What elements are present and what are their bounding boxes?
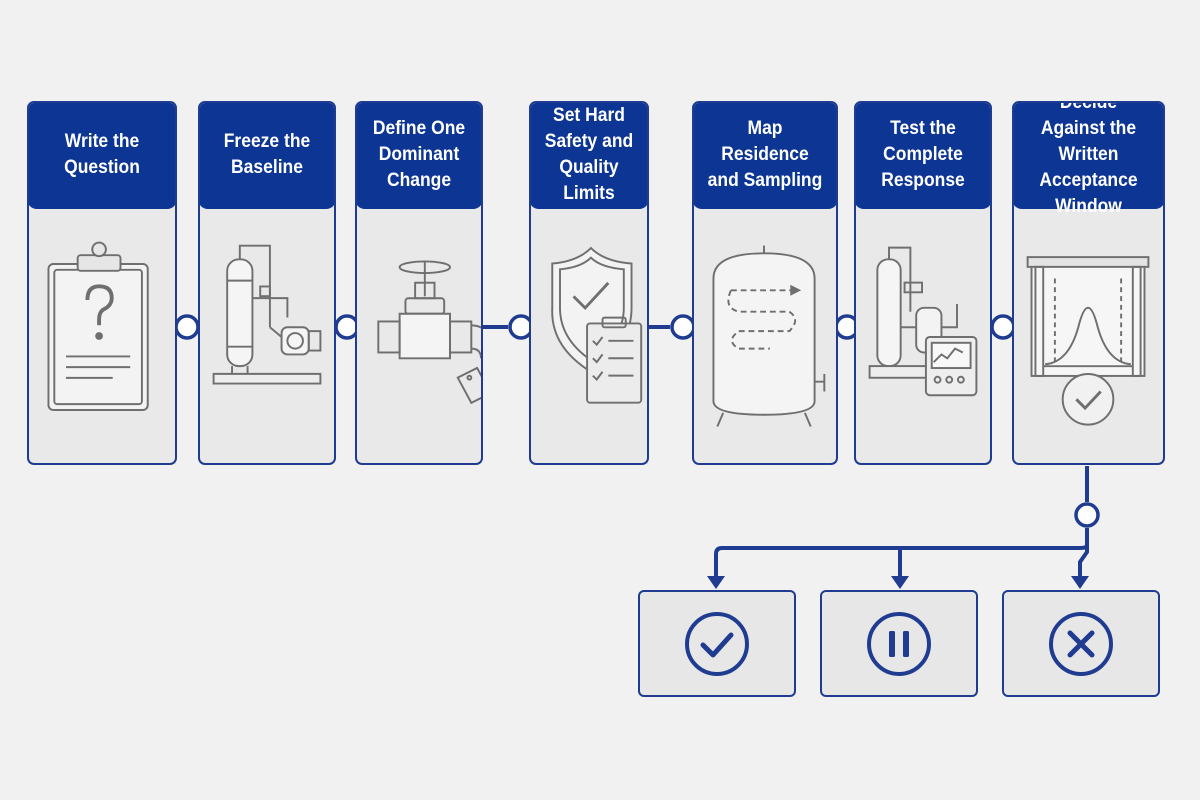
step-header: Decide Against the Written Acceptance Wi… xyxy=(1014,103,1163,217)
step-header: Write the Question xyxy=(29,103,175,209)
checkmark-circle-icon xyxy=(685,611,749,676)
step-card-decide-acceptance: Decide Against the Written Acceptance Wi… xyxy=(1012,101,1165,465)
connector-node xyxy=(1074,502,1100,528)
connector-node xyxy=(990,314,1016,340)
step-card-complete-response: Test the Complete Response xyxy=(854,101,992,465)
step-header: Freeze the Baseline xyxy=(200,103,334,209)
connector-node xyxy=(670,314,696,340)
shield-checklist-icon xyxy=(531,209,647,463)
clipboard-question-icon xyxy=(29,209,175,463)
acceptance-window-curve-icon xyxy=(1014,209,1163,463)
plant-monitor-icon xyxy=(856,209,990,463)
step-title: Write the Question xyxy=(64,131,140,178)
outcome-card-reject xyxy=(1002,590,1160,697)
x-circle-icon xyxy=(1049,611,1113,676)
vessel-flow-path-icon xyxy=(694,209,836,463)
step-card-residence-sampling: Map Residence and Sampling xyxy=(692,101,838,465)
arrow-head xyxy=(707,576,725,589)
step-header: Test the Complete Response xyxy=(856,103,990,209)
step-title: Map Residence and Sampling xyxy=(707,118,823,191)
step-title: Set Hard Safety and Quality Limits xyxy=(544,105,634,204)
outcome-card-hold xyxy=(820,590,978,697)
step-header: Define One Dominant Change xyxy=(357,103,481,209)
step-header: Set Hard Safety and Quality Limits xyxy=(531,103,647,209)
outcome-card-accept xyxy=(638,590,796,697)
arrow-head xyxy=(1071,576,1089,589)
connector-node xyxy=(174,314,200,340)
step-card-freeze-baseline: Freeze the Baseline xyxy=(198,101,336,465)
process-column-pump-icon xyxy=(200,209,334,463)
step-title: Freeze the Baseline xyxy=(223,131,311,178)
step-title: Define One Dominant Change xyxy=(372,118,466,191)
step-card-write-question: Write the Question xyxy=(27,101,177,465)
step-title: Decide Against the Written Acceptance Wi… xyxy=(1039,101,1138,217)
step-title: Test the Complete Response xyxy=(881,118,965,191)
valve-tag-icon xyxy=(357,209,481,463)
step-header: Map Residence and Sampling xyxy=(694,103,836,209)
pause-circle-icon xyxy=(867,611,931,676)
arrow-head xyxy=(891,576,909,589)
step-card-define-change: Define One Dominant Change xyxy=(355,101,483,465)
step-card-safety-limits: Set Hard Safety and Quality Limits xyxy=(529,101,649,465)
branch-line-right xyxy=(1078,545,1089,580)
